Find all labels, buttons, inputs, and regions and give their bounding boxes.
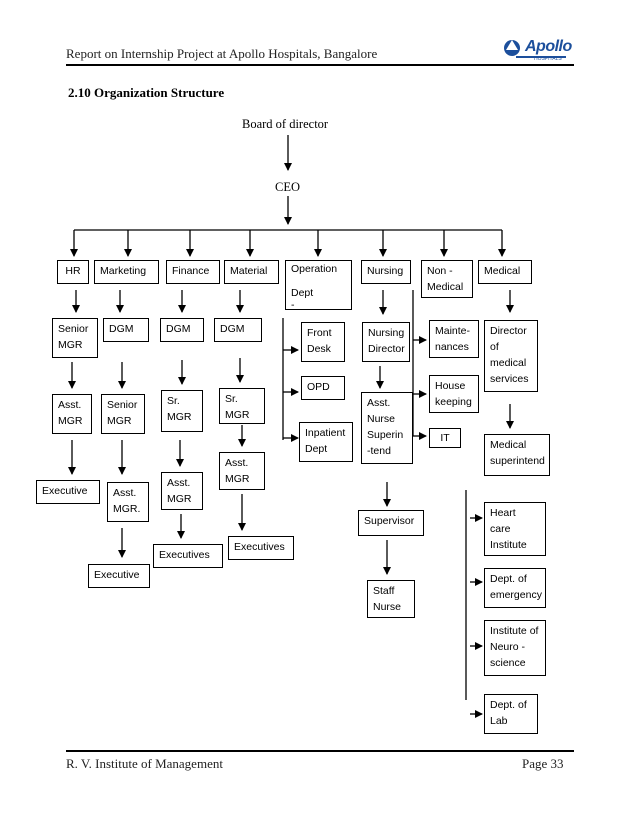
ceo-label: CEO xyxy=(275,180,300,194)
page-header-title: Report on Internship Project at Apollo H… xyxy=(66,46,378,61)
op-front-desk: Front Desk xyxy=(301,322,345,362)
header-rule xyxy=(66,64,574,66)
med-superintend: Medical superintend xyxy=(484,434,550,476)
dept-marketing: Marketing xyxy=(94,260,159,284)
logo-text: Apollo xyxy=(525,38,572,55)
mkt-executive: Executive xyxy=(88,564,150,588)
fin-dgm: DGM xyxy=(160,318,204,342)
footer-institute: R. V. Institute of Management xyxy=(66,756,223,771)
mkt-senior-mgr: Senior MGR xyxy=(101,394,145,434)
mat-asst-mgr: Asst. MGR xyxy=(219,452,265,490)
mat-executives: Executives xyxy=(228,536,294,560)
page-number: Page 33 xyxy=(522,756,564,771)
dept-operation: Operation Dept - xyxy=(285,260,352,310)
nur-staff-nurse: Staff Nurse xyxy=(367,580,415,618)
dept-hr: HR xyxy=(57,260,89,284)
board-of-director-label: Board of director xyxy=(242,117,329,131)
logo-subtext: HOSPITALS xyxy=(534,56,562,62)
section-title: 2.10 Organization Structure xyxy=(68,85,225,100)
op-opd: OPD xyxy=(301,376,345,400)
med-director: Director of medical services xyxy=(484,320,538,392)
med-neuro: Institute of Neuro - science xyxy=(484,620,546,676)
fin-executives: Executives xyxy=(153,544,223,568)
nm-housekeeping: House keeping xyxy=(429,375,479,413)
dept-finance: Finance xyxy=(166,260,220,284)
fin-sr-mgr: Sr. MGR xyxy=(161,390,203,432)
med-lab: Dept. of Lab xyxy=(484,694,538,734)
hr-asst-mgr: Asst. MGR xyxy=(52,394,92,434)
fin-asst-mgr: Asst. MGR xyxy=(161,472,203,510)
hr-executive: Executive xyxy=(36,480,100,504)
footer-rule xyxy=(66,750,574,752)
dept-non-medical: Non - Medical xyxy=(421,260,473,298)
mat-sr-mgr: Sr. MGR xyxy=(219,388,265,424)
nur-director: Nursing Director xyxy=(362,322,410,362)
nm-maintenances: Mainte- nances xyxy=(429,320,479,358)
hr-senior-mgr: Senior MGR xyxy=(52,318,98,358)
nur-supervisor: Supervisor xyxy=(358,510,424,536)
nm-it: IT xyxy=(429,428,461,448)
med-heart-care: Heart care Institute xyxy=(484,502,546,556)
mkt-dgm: DGM xyxy=(103,318,149,342)
dept-material: Material xyxy=(224,260,279,284)
dept-medical: Medical xyxy=(478,260,532,284)
apollo-logo-icon xyxy=(504,40,566,58)
mat-dgm: DGM xyxy=(214,318,262,342)
mkt-asst-mgr: Asst. MGR. xyxy=(107,482,149,522)
nur-superintend: Asst. Nurse Superin -tend xyxy=(361,392,413,464)
med-emergency: Dept. of emergency xyxy=(484,568,546,608)
dept-nursing: Nursing xyxy=(361,260,411,284)
op-inpatient-dept: Inpatient Dept xyxy=(299,422,353,462)
